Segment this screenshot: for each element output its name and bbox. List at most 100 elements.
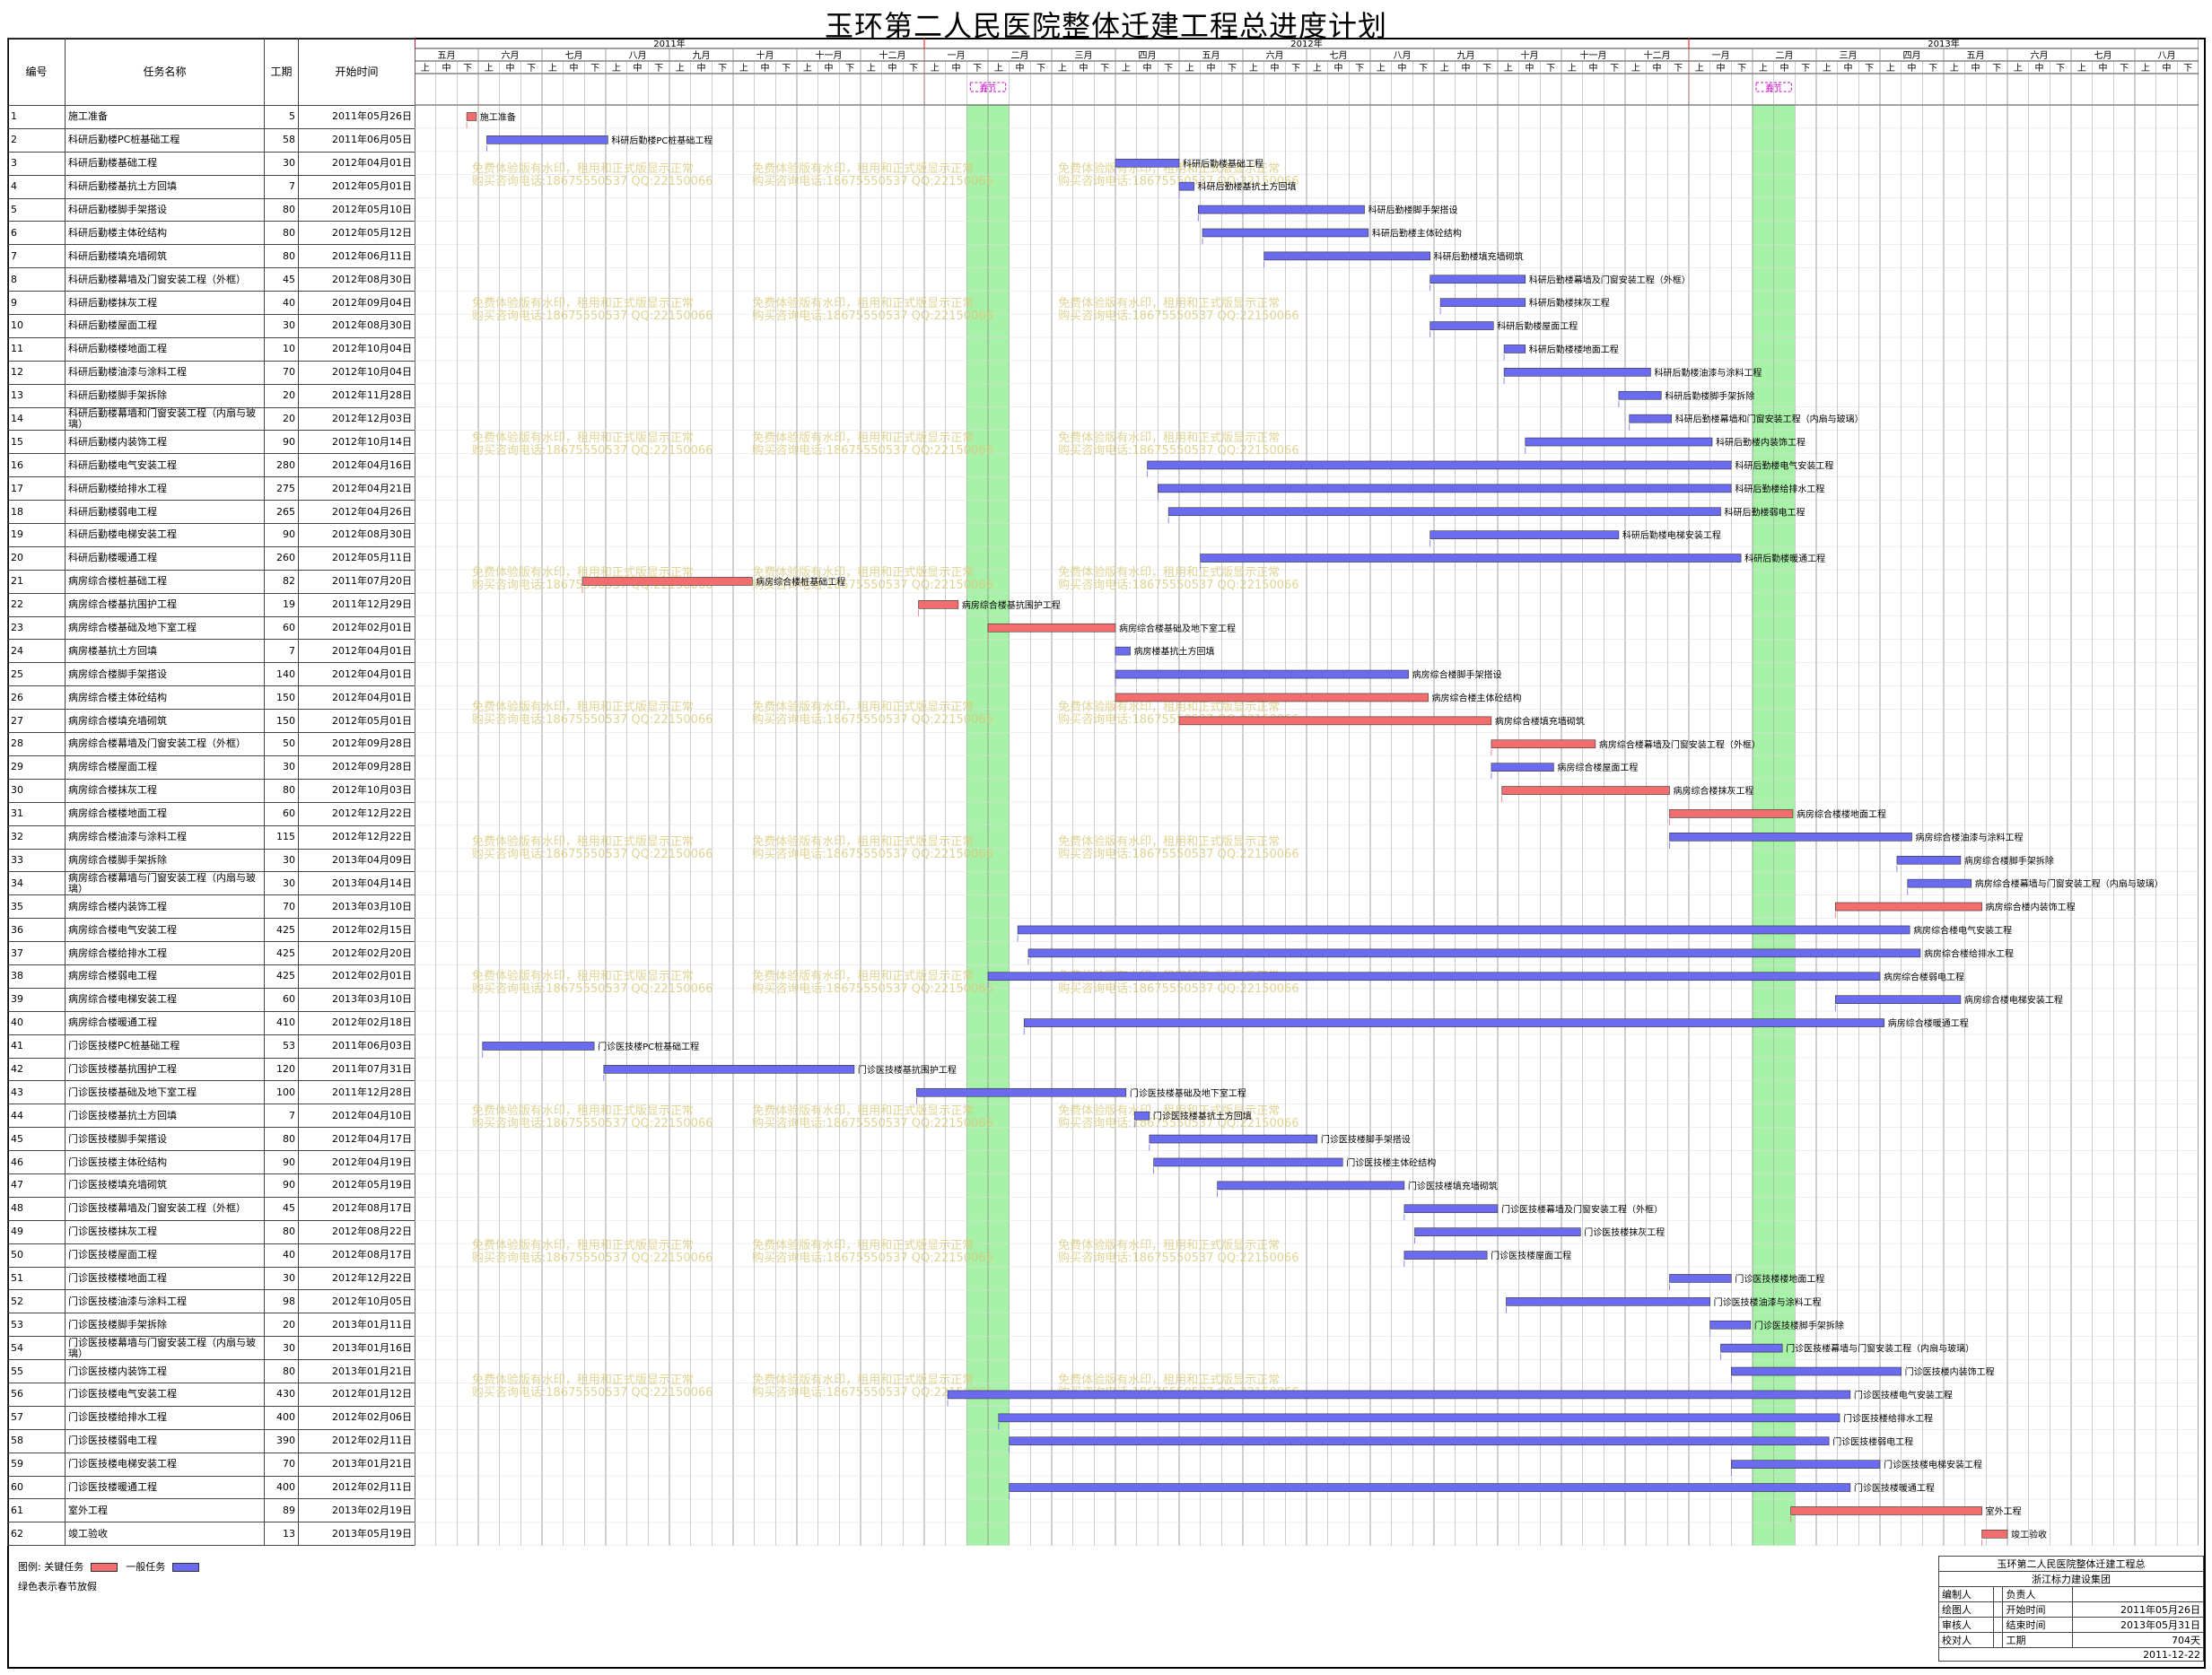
task-bar-label: 门诊医技楼内装饰工程 bbox=[1905, 1366, 1995, 1378]
task-name: 病房综合楼给排水工程 bbox=[65, 941, 265, 965]
task-name: 门诊医技楼暖通工程 bbox=[65, 1475, 265, 1500]
task-no: 21 bbox=[7, 569, 66, 594]
task-no: 6 bbox=[7, 221, 66, 246]
task-no: 20 bbox=[7, 545, 66, 571]
task-duration: 90 bbox=[264, 1150, 299, 1174]
task-no: 15 bbox=[7, 430, 66, 455]
period-label: 下 bbox=[909, 64, 918, 74]
task-start: 2013年01月11日 bbox=[298, 1313, 415, 1338]
task-duration: 40 bbox=[264, 291, 299, 316]
watermark-line1: 免费体验版有水印，租用和正式版显示正常 bbox=[472, 161, 694, 176]
tb-start-value: 2011年05月26日 bbox=[2072, 1601, 2204, 1618]
task-duration: 400 bbox=[264, 1405, 299, 1430]
task-no: 58 bbox=[7, 1428, 66, 1453]
task-duration: 30 bbox=[264, 151, 299, 176]
tb-lead-label: 负责人 bbox=[2002, 1586, 2073, 1602]
task-no: 9 bbox=[7, 291, 66, 316]
period-label: 上 bbox=[2014, 63, 2023, 74]
task-start: 2012年12月03日 bbox=[298, 406, 415, 432]
task-no: 53 bbox=[7, 1313, 66, 1338]
task-duration: 50 bbox=[264, 732, 299, 756]
legend-normal-swatch bbox=[171, 1563, 199, 1572]
period-label: 中 bbox=[1207, 62, 1216, 74]
task-duration: 53 bbox=[264, 1034, 299, 1059]
task-duration: 115 bbox=[264, 824, 299, 850]
watermark-line1: 免费体验版有水印，租用和正式版显示正常 bbox=[752, 1104, 974, 1118]
period-label: 上 bbox=[1504, 63, 1513, 74]
watermark-line1: 免费体验版有水印，租用和正式版显示正常 bbox=[472, 1373, 694, 1387]
task-no: 13 bbox=[7, 383, 66, 408]
task-no: 19 bbox=[7, 523, 66, 547]
task-no: 29 bbox=[7, 755, 66, 780]
task-name: 科研后勤楼楼地面工程 bbox=[65, 336, 265, 362]
task-bar-label: 门诊医技楼填充墙砌筑 bbox=[1408, 1180, 1498, 1191]
task-bar-label: 竣工验收 bbox=[2011, 1529, 2047, 1540]
period-label: 中 bbox=[1589, 62, 1598, 74]
period-label: 中 bbox=[1080, 62, 1089, 74]
period-label: 下 bbox=[845, 64, 854, 74]
task-bar bbox=[1429, 275, 1526, 284]
period-label: 上 bbox=[1568, 63, 1577, 74]
watermark-line2: 购买咨询电话:18675550537 QQ:22150066 bbox=[752, 847, 993, 861]
watermark-line1: 免费体验版有水印，租用和正式版显示正常 bbox=[1058, 296, 1280, 310]
task-bar-label: 病房综合楼给排水工程 bbox=[1924, 947, 2014, 959]
task-name: 病房综合楼油漆与涂料工程 bbox=[65, 824, 265, 850]
task-start: 2012年08月17日 bbox=[298, 1196, 415, 1221]
task-duration: 10 bbox=[264, 336, 299, 362]
task-bar-label: 病房综合楼内装饰工程 bbox=[1986, 902, 2076, 913]
period-label: 中 bbox=[1908, 62, 1917, 74]
task-bar-label: 门诊医技楼给排水工程 bbox=[1843, 1412, 1933, 1424]
task-bar-label: 病房楼基抗土方回填 bbox=[1134, 646, 1215, 658]
period-label: 中 bbox=[442, 62, 451, 74]
task-name: 病房综合楼基础及地下室工程 bbox=[65, 615, 265, 641]
period-label: 中 bbox=[697, 62, 706, 74]
task-duration: 20 bbox=[264, 406, 299, 432]
task-bar-label: 科研后勤楼基础工程 bbox=[1183, 158, 1263, 170]
period-label: 下 bbox=[2183, 64, 2192, 74]
task-duration: 5 bbox=[264, 105, 299, 129]
task-no: 49 bbox=[7, 1219, 66, 1244]
watermark-line1: 免费体验版有水印，租用和正式版显示正常 bbox=[472, 1104, 694, 1118]
period-label: 中 bbox=[1526, 62, 1534, 74]
task-start: 2011年06月03日 bbox=[298, 1034, 415, 1059]
task-bar bbox=[1629, 414, 1672, 423]
task-start: 2012年02月11日 bbox=[298, 1428, 415, 1453]
period-label: 上 bbox=[867, 63, 876, 74]
task-start: 2013年05月19日 bbox=[298, 1522, 415, 1547]
task-bar bbox=[1835, 902, 1982, 912]
task-start: 2012年08月30日 bbox=[298, 314, 415, 338]
task-duration: 425 bbox=[264, 918, 299, 943]
task-start: 2012年10月04日 bbox=[298, 336, 415, 362]
task-duration: 89 bbox=[264, 1498, 299, 1523]
task-bar bbox=[1503, 345, 1526, 353]
task-bar-label: 科研后勤楼电梯安装工程 bbox=[1622, 529, 1721, 541]
watermark-line1: 免费体验版有水印，租用和正式版显示正常 bbox=[1058, 700, 1280, 714]
task-bar-label: 科研后勤楼弱电工程 bbox=[1725, 506, 1805, 518]
task-duration: 90 bbox=[264, 430, 299, 455]
task-no: 61 bbox=[7, 1498, 66, 1523]
task-duration: 120 bbox=[264, 1057, 299, 1082]
task-name: 施工准备 bbox=[65, 105, 265, 129]
period-label: 上 bbox=[1122, 63, 1131, 74]
task-bar bbox=[947, 1390, 1851, 1400]
period-label: 下 bbox=[1801, 64, 1810, 74]
task-name: 病房综合楼基抗围护工程 bbox=[65, 592, 265, 617]
task-bar bbox=[1263, 251, 1430, 261]
task-start: 2012年05月11日 bbox=[298, 545, 415, 571]
task-duration: 425 bbox=[264, 941, 299, 965]
period-label: 下 bbox=[782, 64, 791, 74]
task-start: 2011年12月29日 bbox=[298, 592, 415, 617]
task-bar bbox=[987, 972, 1881, 981]
task-bar-label: 门诊医技楼基础及地下室工程 bbox=[1130, 1087, 1246, 1099]
